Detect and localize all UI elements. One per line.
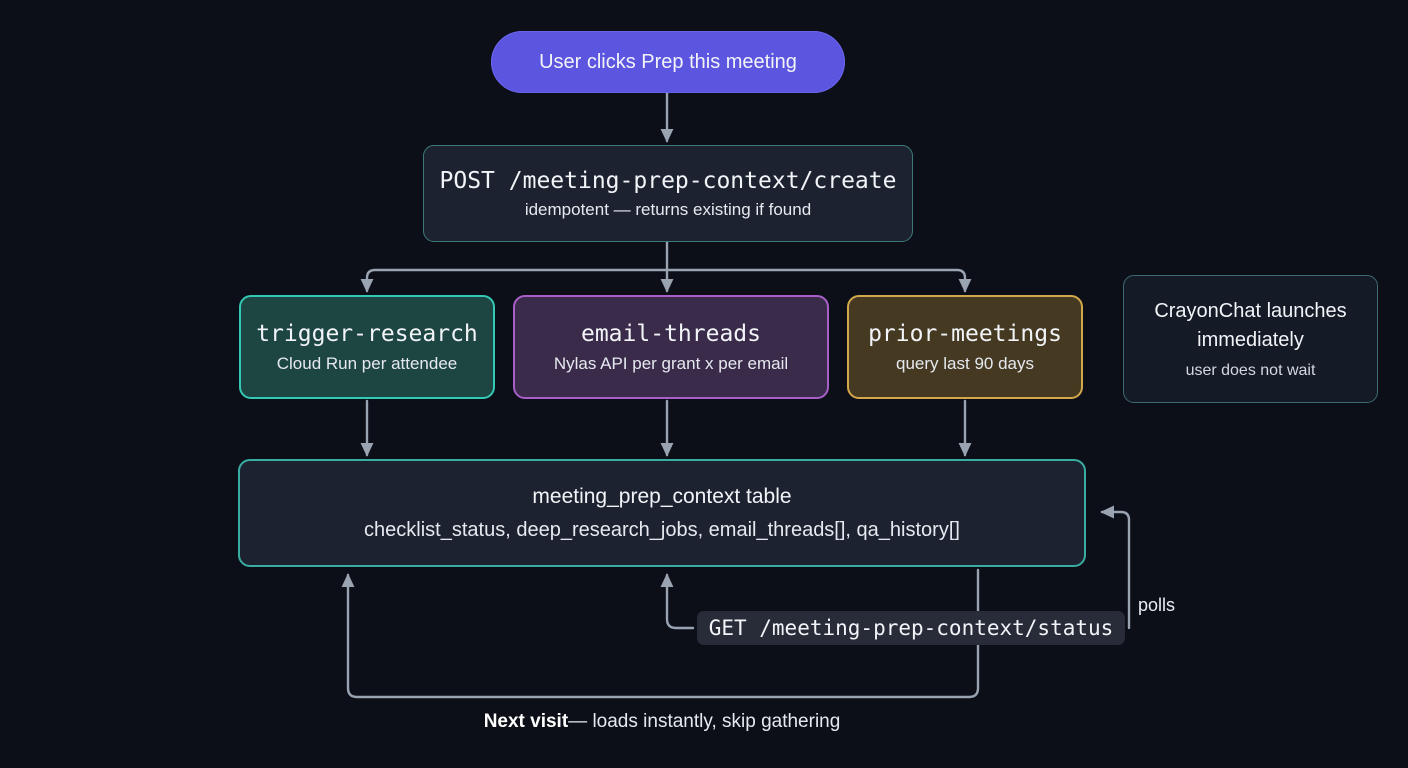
start-node-prep-meeting[interactable]: User clicks Prep this meeting [491, 31, 845, 93]
edge-bus-to-prior [665, 268, 972, 293]
prior-meetings-subtitle: query last 90 days [896, 353, 1034, 373]
node-post-create-endpoint[interactable]: POST /meeting-prep-context/create idempo… [423, 145, 913, 242]
crayonchat-note-line1: CrayonChat launches [1154, 299, 1347, 322]
crayonchat-note-line2: immediately [1197, 328, 1304, 351]
node-crayonchat-note: CrayonChat launches immediately user doe… [1123, 275, 1378, 403]
start-node-label: User clicks Prep this meeting [539, 50, 797, 73]
polls-label-text: polls [1138, 594, 1176, 615]
get-status-title: GET /meeting-prep-context/status [708, 616, 1114, 640]
edge-bus-to-trigger [360, 268, 669, 293]
prior-meetings-title: prior-meetings [868, 320, 1062, 347]
email-threads-title: email-threads [580, 320, 761, 347]
edge-label-polls: polls [1138, 592, 1218, 618]
table-columns: checklist_status, deep_research_jobs, em… [364, 518, 960, 541]
next-visit-strong: Next visit [483, 711, 569, 732]
email-threads-subtitle: Nylas API per grant x per email [553, 353, 789, 373]
next-visit-rest: — loads instantly, skip gathering [568, 711, 841, 732]
node-meeting-prep-context-table[interactable]: meeting_prep_context table checklist_sta… [238, 459, 1086, 567]
table-title: meeting_prep_context table [532, 484, 792, 508]
node-trigger-research[interactable]: trigger-research Cloud Run per attendee [239, 295, 495, 399]
trigger-research-title: trigger-research [256, 320, 478, 347]
edge-label-next-visit: Next visit — loads instantly, skip gathe… [382, 708, 942, 736]
node-email-threads[interactable]: email-threads Nylas API per grant x per … [513, 295, 829, 399]
node-get-status-endpoint[interactable]: GET /meeting-prep-context/status [697, 611, 1125, 645]
node-prior-meetings[interactable]: prior-meetings query last 90 days [847, 295, 1083, 399]
post-endpoint-subtitle: idempotent — returns existing if found [524, 199, 812, 219]
trigger-research-subtitle: Cloud Run per attendee [276, 353, 458, 373]
crayonchat-note-subtitle: user does not wait [1185, 361, 1316, 379]
post-endpoint-title: POST /meeting-prep-context/create [439, 167, 897, 194]
edge-status-to-table [660, 573, 695, 630]
